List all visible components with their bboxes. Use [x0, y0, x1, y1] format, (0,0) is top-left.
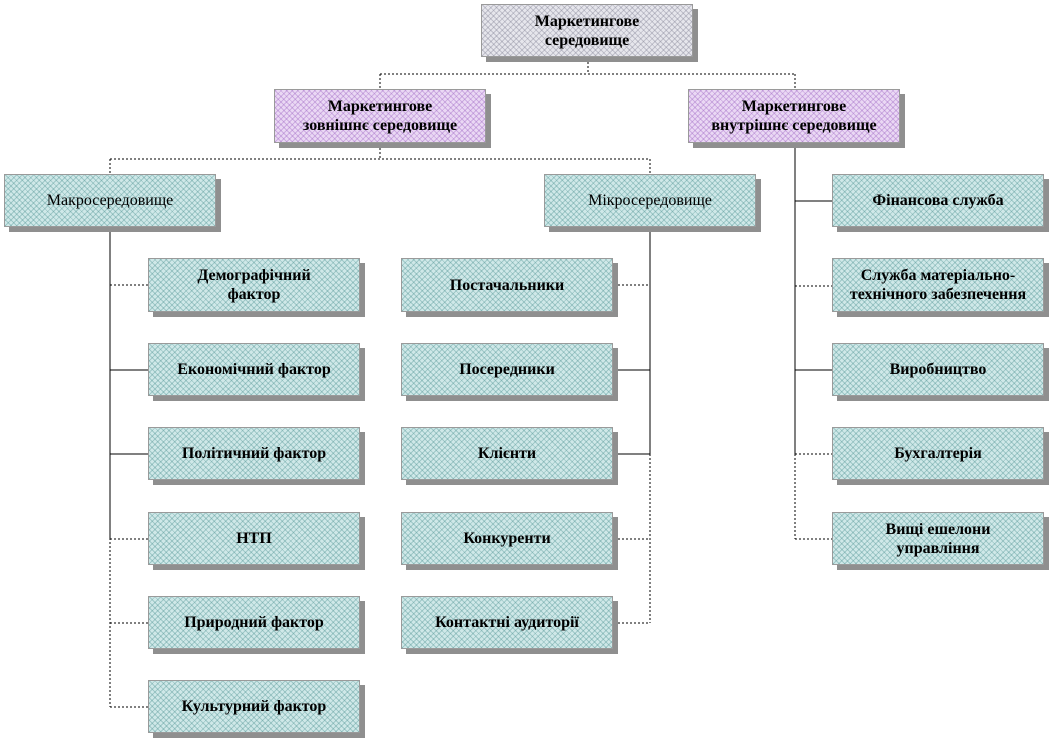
node-root-label: Маркетингове середовище: [534, 12, 640, 49]
internal-item-label: Вищі ешелони управління: [885, 520, 991, 557]
macro-item-label: Економічний фактор: [177, 361, 331, 378]
node-external: Маркетингове зовнішнє середовище: [274, 89, 486, 143]
internal-item-label: Фінансова служба: [872, 192, 1004, 209]
micro-item: Посередники: [401, 343, 613, 396]
macro-item-label: НТП: [236, 530, 272, 547]
internal-item: Служба матеріально- технічного забезпече…: [832, 258, 1044, 312]
macro-item: Політичний фактор: [148, 427, 360, 480]
node-micro-label: Мікросередовище: [588, 192, 712, 209]
macro-item-label: Політичний фактор: [181, 445, 327, 462]
micro-item: Постачальники: [401, 258, 613, 312]
node-internal-label: Маркетингове внутрішнє середовище: [711, 98, 877, 134]
internal-item: Бухгалтерія: [832, 427, 1044, 480]
internal-item-label: Бухгалтерія: [894, 445, 982, 462]
internal-item-label: Виробництво: [889, 361, 987, 378]
node-macro: Макросередовище: [4, 174, 216, 227]
macro-item-label: Демографічний фактор: [197, 267, 311, 303]
internal-item: Фінансова служба: [832, 174, 1044, 227]
connector-micro-branches: [614, 284, 650, 624]
micro-item-label: Клієнти: [477, 445, 537, 462]
macro-item: Культурний фактор: [148, 680, 360, 733]
macro-item-label: Культурний фактор: [181, 698, 327, 715]
internal-item-label: Служба матеріально- технічного забезпече…: [849, 267, 1027, 303]
micro-item: Клієнти: [401, 427, 613, 480]
connector-macro-branches-solid: [110, 369, 148, 455]
connector-external: [109, 144, 651, 174]
micro-item-label: Контактні аудиторії: [435, 614, 579, 631]
internal-item: Виробництво: [832, 343, 1044, 396]
connector-micro-branches-solid: [614, 369, 650, 455]
node-micro: Мікросередовище: [544, 174, 756, 227]
macro-item-label: Природний фактор: [184, 614, 324, 631]
node-root: Маркетингове середовище: [481, 4, 693, 57]
connector-root: [379, 58, 796, 89]
macro-item: НТП: [148, 512, 360, 565]
internal-item: Вищі ешелони управління: [832, 512, 1044, 565]
connector-macro-branches: [110, 284, 148, 708]
micro-item: Контактні аудиторії: [401, 596, 613, 649]
micro-item-label: Конкуренти: [463, 530, 551, 547]
connector-internal-branches-solid: [795, 200, 832, 371]
macro-item: Економічний фактор: [148, 343, 360, 396]
node-external-label: Маркетингове зовнішнє середовище: [302, 98, 458, 134]
node-internal: Маркетингове внутрішнє середовище: [688, 89, 900, 143]
macro-item: Демографічний фактор: [148, 258, 360, 312]
connector-internal-branches: [795, 285, 832, 540]
node-macro-label: Макросередовище: [46, 192, 174, 209]
micro-item: Конкуренти: [401, 512, 613, 565]
micro-item-label: Посередники: [459, 361, 555, 378]
macro-item: Природний фактор: [148, 596, 360, 649]
micro-item-label: Постачальники: [449, 276, 565, 294]
